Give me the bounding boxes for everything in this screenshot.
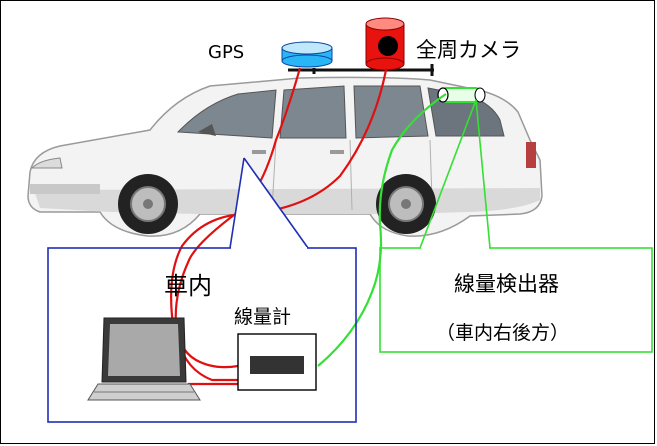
dosimeter-label: 線量計 [234, 306, 292, 328]
camera-cable [170, 69, 388, 369]
gps-antenna-icon [281, 41, 333, 68]
interior-callout [47, 157, 357, 423]
station-wagon-car [27, 76, 543, 237]
detector-label: 線量検出器 [454, 272, 559, 296]
detector-position-label: （車内右後方） [436, 322, 570, 344]
roof-bar [288, 64, 434, 76]
camera-label: 全周カメラ [416, 38, 521, 62]
interior-label: 車内 [164, 272, 212, 300]
detector-callout [379, 99, 653, 353]
laptop-icon [87, 317, 201, 401]
gps-label: GPS [208, 42, 245, 63]
omnidirectional-camera-icon [365, 17, 405, 71]
green-cable [317, 93, 447, 367]
dosimeter-icon [237, 333, 317, 391]
